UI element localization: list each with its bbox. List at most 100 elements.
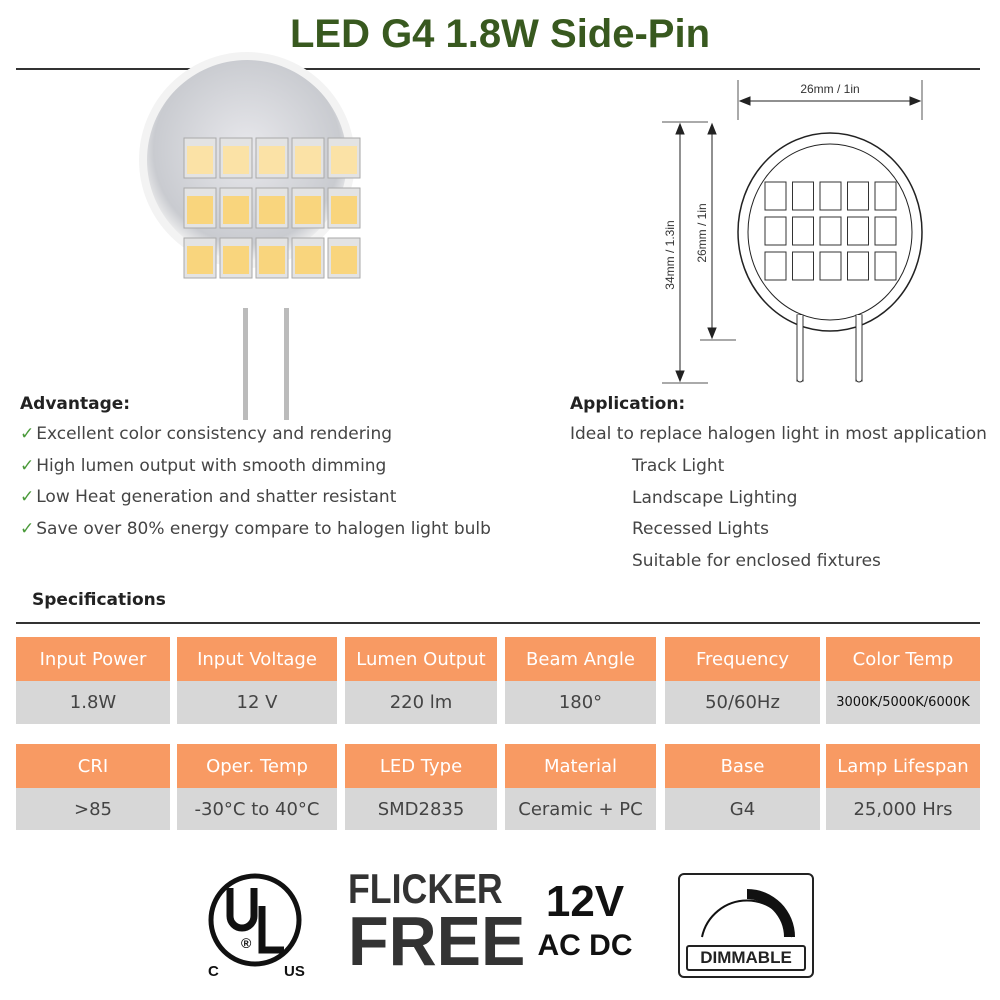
led-phosphor (187, 196, 213, 224)
spec-header-cell: Input Voltage (177, 637, 337, 681)
ac-dc-text: AC DC (537, 929, 633, 962)
diagram-led-square (874, 216, 897, 246)
flicker-free-badge: FLICKER FREE (348, 865, 535, 980)
total-height-label: 34mm / 1.3in (663, 220, 677, 289)
diagram-led-square (847, 216, 869, 246)
spec-header-cell: LED Type (345, 744, 497, 788)
diagram-led-square (819, 216, 842, 246)
spec-value-cell: SMD2835 (345, 788, 497, 830)
diagram-pin (855, 315, 863, 383)
application-intro: Ideal to replace halogen light in most a… (570, 424, 987, 444)
diagram-led-square (874, 251, 897, 281)
dimmable-text: DIMMABLE (686, 945, 806, 971)
led-phosphor (187, 146, 213, 174)
body-height-label: 26mm / 1in (695, 203, 709, 262)
application-item: Track Light (632, 456, 725, 476)
diagram-led-square (874, 181, 897, 211)
specifications-heading: Specifications (32, 590, 166, 610)
diagram-led-square (764, 251, 787, 281)
spec-header-cell: Oper. Temp (177, 744, 337, 788)
diagram-led-square (819, 251, 842, 281)
led-phosphor (295, 196, 321, 224)
led-phosphor (331, 246, 357, 274)
diagram-led-square (819, 181, 842, 211)
led-phosphor (259, 146, 285, 174)
ul-c: C (208, 963, 219, 980)
advantage-text: Save over 80% energy compare to halogen … (36, 519, 491, 540)
spec-value-cell: 180° (505, 681, 656, 724)
led-phosphor (295, 246, 321, 274)
advantage-item: ✓Low Heat generation and shatter resista… (20, 487, 491, 519)
check-icon: ✓ (20, 519, 35, 540)
check-icon: ✓ (20, 455, 35, 476)
diagram-led-square (792, 251, 814, 281)
led-phosphor (259, 196, 285, 224)
diagram-pin (796, 315, 804, 383)
diagram-led-square (847, 251, 869, 281)
diagram-led-square (792, 216, 814, 246)
advantage-list: ✓Excellent color consistency and renderi… (20, 424, 491, 551)
spec-value-cell: 1.8W (16, 681, 170, 724)
spec-value-cell: Ceramic + PC (505, 788, 656, 830)
spec-value-cell: G4 (665, 788, 820, 830)
led-phosphor (259, 246, 285, 274)
spec-value-cell: 220 lm (345, 681, 497, 724)
spec-header-cell: CRI (16, 744, 170, 788)
dimmable-badge: DIMMABLE (678, 873, 814, 978)
voltage-text: 12V (545, 877, 625, 926)
led-phosphor (295, 146, 321, 174)
advantage-text: Low Heat generation and shatter resistan… (36, 487, 397, 508)
page-title: LED G4 1.8W Side-Pin (289, 12, 711, 56)
application-heading: Application: (570, 394, 686, 414)
title-divider (16, 68, 980, 70)
led-phosphor (331, 196, 357, 224)
dimension-diagram: 26mm / 1in 34mm / 1.3in 26mm / 1in (662, 80, 923, 384)
free-text: FREE (348, 902, 526, 980)
spec-value-cell: -30°C to 40°C (177, 788, 337, 830)
spec-header-cell: Lumen Output (345, 637, 497, 681)
advantage-text: Excellent color consistency and renderin… (36, 424, 393, 444)
led-phosphor (187, 246, 213, 274)
diagram-led-square (792, 181, 814, 211)
svg-text:®: ® (241, 935, 252, 951)
application-item: Suitable for enclosed fixtures (632, 551, 881, 572)
diagram-led-square (764, 216, 787, 246)
spec-header-cell: Input Power (16, 637, 170, 681)
spec-value-cell: 25,000 Hrs (826, 788, 980, 830)
spec-header-cell: Lamp Lifespan (826, 744, 980, 788)
check-icon: ✓ (20, 487, 35, 508)
bulb-photo (139, 52, 361, 420)
spec-header-cell: Frequency (665, 637, 820, 681)
led-phosphor (331, 146, 357, 174)
advantage-heading: Advantage: (20, 394, 131, 414)
spec-divider (16, 622, 980, 624)
application-list: Track Light Landscape Lighting Recessed … (632, 456, 881, 583)
spec-header-cell: Color Temp (826, 637, 980, 681)
advantage-item: ✓Save over 80% energy compare to halogen… (20, 519, 491, 551)
led-phosphor (223, 246, 249, 274)
voltage-badge: 12V AC DC (525, 878, 645, 966)
dimmer-arc-icon (701, 889, 795, 938)
advantage-item: ✓Excellent color consistency and renderi… (20, 424, 491, 456)
led-phosphor (223, 196, 249, 224)
spec-value-cell: 12 V (177, 681, 337, 724)
spec-value-cell: >85 (16, 788, 170, 830)
width-label: 26mm / 1in (800, 82, 859, 96)
application-item: Landscape Lighting (632, 487, 798, 508)
advantage-item: ✓High lumen output with smooth dimming (20, 456, 491, 488)
spec-header-cell: Beam Angle (505, 637, 656, 681)
diagram-led-square (764, 181, 787, 211)
spec-header-cell: Base (665, 744, 820, 788)
advantage-text: High lumen output with smooth dimming (36, 455, 387, 476)
application-item: Recessed Lights (632, 519, 769, 540)
ul-us: US (284, 963, 305, 980)
spec-header-cell: Material (505, 744, 656, 788)
spec-value-cell: 50/60Hz (665, 681, 820, 724)
diagram-led-square (847, 181, 869, 211)
flicker-text: FLICKER (348, 865, 503, 912)
spec-value-cell: 3000K/5000K/6000K (826, 681, 980, 724)
